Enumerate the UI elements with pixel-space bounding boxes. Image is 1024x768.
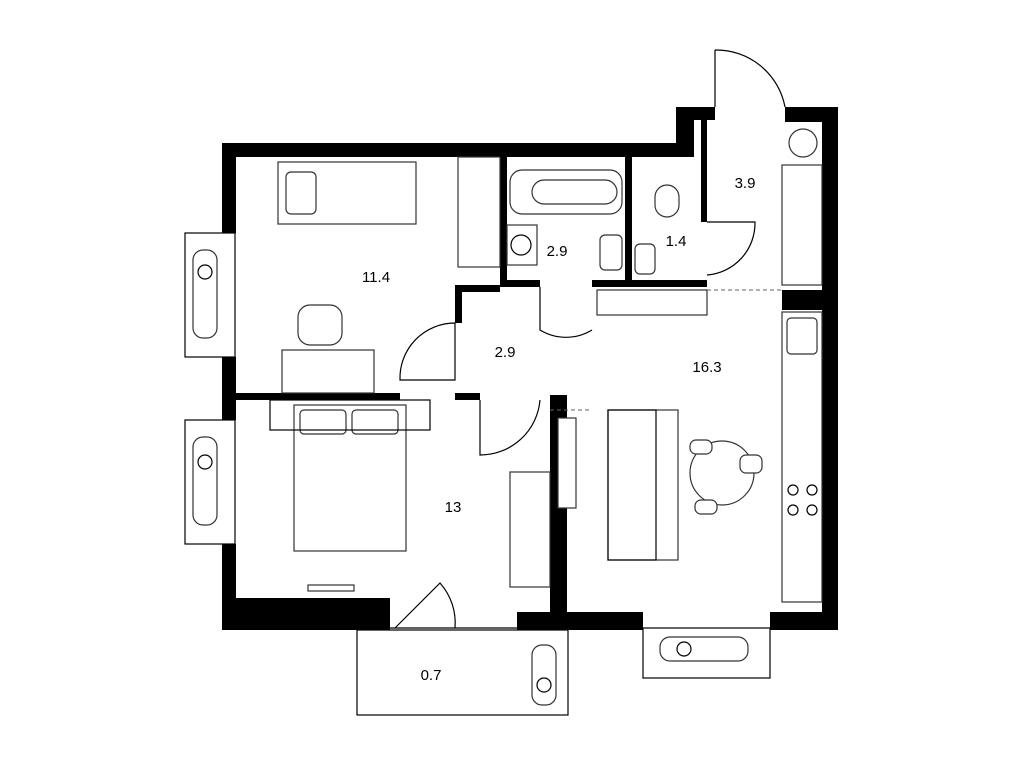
wardrobe-small-room	[457, 156, 501, 268]
boiler	[788, 128, 818, 158]
door-swings	[394, 49, 786, 629]
window-bottom-right	[642, 627, 771, 679]
bathtub	[509, 169, 623, 215]
room-area-toilet: 1.4	[666, 233, 687, 250]
tv-stand	[557, 417, 577, 509]
room-area-bedroom-small: 11.4	[362, 269, 390, 286]
room-area-balcony: 0.7	[421, 667, 442, 684]
balcony-outline	[356, 629, 569, 716]
window-left-bottom	[184, 419, 236, 545]
toilet-bowl	[654, 184, 680, 218]
washing-machine-icon	[506, 224, 538, 266]
entry-wardrobe	[781, 164, 823, 286]
room-area-entry-hall: 3.9	[735, 175, 756, 192]
dining-table	[689, 439, 763, 515]
kitchen-counter	[781, 311, 823, 603]
wardrobe-bedroom	[509, 471, 551, 588]
toilet-sink	[634, 243, 656, 275]
window-left-top	[184, 232, 236, 358]
room-area-hall: 2.9	[495, 344, 516, 361]
single-bed	[277, 161, 417, 225]
shelf	[307, 584, 355, 592]
room-area-bedroom-large: 13	[445, 499, 462, 516]
desk	[281, 349, 375, 394]
room-area-living-kitchen: 16.3	[692, 359, 721, 376]
double-bed	[269, 399, 431, 552]
bathroom-sink	[599, 234, 623, 271]
sofa	[607, 409, 679, 561]
walls	[222, 107, 838, 630]
chair	[297, 304, 343, 346]
balcony-radiator	[531, 644, 557, 706]
room-area-bathroom: 2.9	[547, 243, 568, 260]
hall-cabinet	[596, 289, 708, 316]
